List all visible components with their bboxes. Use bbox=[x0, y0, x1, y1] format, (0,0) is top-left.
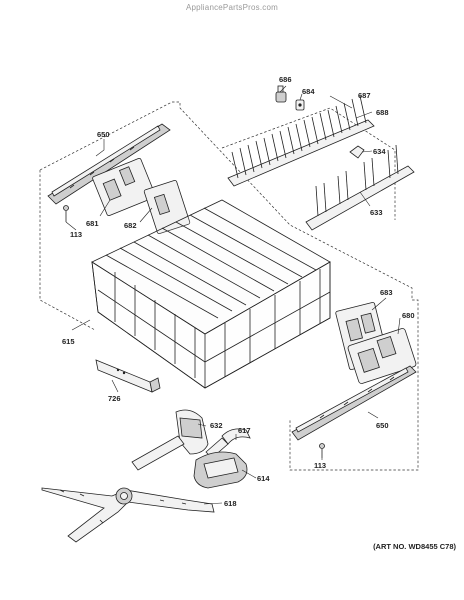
tine-row-icon bbox=[227, 95, 375, 187]
top-slide-rail-icon bbox=[47, 123, 171, 205]
callout-113-top: 113 bbox=[70, 230, 82, 239]
water-conduit-icon bbox=[193, 451, 248, 489]
screw-bottom-icon bbox=[319, 443, 325, 458]
retainer-clip-icon bbox=[349, 145, 365, 159]
callout-680: 680 bbox=[402, 311, 415, 320]
callout-632: 632 bbox=[210, 421, 223, 430]
bottom-slide-rail-icon bbox=[291, 365, 417, 441]
callout-618: 618 bbox=[224, 499, 237, 508]
callout-634: 634 bbox=[373, 147, 386, 156]
hinge-icon bbox=[295, 99, 305, 111]
callout-687: 687 bbox=[358, 91, 371, 100]
upper-rack-basket-icon bbox=[91, 199, 331, 389]
leader-lines bbox=[65, 85, 401, 505]
callout-681: 681 bbox=[86, 219, 99, 228]
callout-682: 682 bbox=[124, 221, 137, 230]
callout-726: 726 bbox=[108, 394, 121, 403]
callout-688: 688 bbox=[376, 108, 389, 117]
left-assembly-boundary bbox=[39, 101, 419, 471]
adjuster-housing-icon bbox=[347, 328, 417, 384]
rack-handle-icon bbox=[95, 359, 161, 393]
callout-686: 686 bbox=[279, 75, 292, 84]
art-number: (ART NO. WD8455 C78) bbox=[373, 542, 456, 551]
manifold-icon bbox=[131, 409, 209, 471]
screw-icon bbox=[63, 205, 69, 222]
callout-684: 684 bbox=[302, 87, 315, 96]
callout-650-bottom: 650 bbox=[376, 421, 389, 430]
callout-633: 633 bbox=[370, 208, 383, 217]
callout-113-bottom: 113 bbox=[314, 461, 326, 470]
callout-617: 617 bbox=[238, 426, 251, 435]
watermark: AppliancePartsPros.com bbox=[186, 3, 278, 12]
callout-614: 614 bbox=[257, 474, 270, 483]
tine-holder-row-icon bbox=[305, 144, 415, 231]
clip-icon bbox=[275, 85, 287, 103]
callout-683: 683 bbox=[380, 288, 393, 297]
callout-615: 615 bbox=[62, 337, 75, 346]
left-assembly-boundary-lower bbox=[39, 170, 96, 331]
rack-adjuster-left-icon bbox=[92, 157, 156, 217]
spray-arm-icon bbox=[41, 487, 215, 543]
callout-650-top: 650 bbox=[97, 130, 110, 139]
rack-adjuster-right-icon bbox=[143, 179, 191, 235]
